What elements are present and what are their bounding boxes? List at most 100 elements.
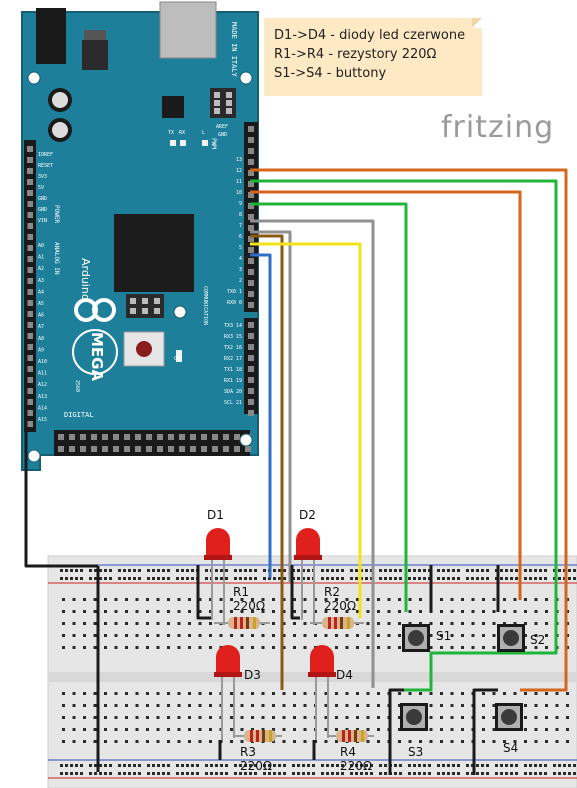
on-label: ON bbox=[174, 356, 180, 362]
power-pin-label: GND bbox=[38, 196, 47, 202]
label-d3: D3 bbox=[244, 668, 261, 682]
comm-pin-label: TX3 14 bbox=[224, 323, 242, 329]
buttons bbox=[400, 624, 525, 731]
note-line-buttons: S1->S4 - buttony bbox=[274, 66, 387, 81]
led-d4 bbox=[308, 645, 336, 740]
label-r4: R4 bbox=[340, 745, 356, 759]
label-s4: S4 bbox=[503, 741, 518, 755]
comm-pin-label: TX1 18 bbox=[224, 367, 242, 373]
note-line-resistors: R1->R4 - rezystory 220Ω bbox=[274, 47, 437, 62]
analog-pin-label: A13 bbox=[38, 394, 47, 400]
analog-pin-label: A9 bbox=[38, 347, 44, 353]
analog-pin-label: A5 bbox=[38, 301, 44, 307]
pwm-pin-label: TX0 1 bbox=[227, 289, 242, 295]
wire-blue bbox=[250, 253, 272, 578]
label-r3: R3 bbox=[240, 745, 256, 759]
power-pin-label: 5V bbox=[38, 185, 44, 191]
power-pin-label: 3V3 bbox=[38, 174, 47, 180]
comm-pin-label: SCL 21 bbox=[224, 400, 242, 406]
resistor-r4 bbox=[328, 730, 374, 742]
pwm-pin-label: 11 bbox=[236, 179, 242, 185]
wire-black-s3 bbox=[388, 688, 404, 775]
wire-yellow bbox=[250, 242, 362, 618]
pwm-pin-label: 7 bbox=[239, 223, 242, 229]
power-jack bbox=[36, 8, 66, 64]
analog-pin-label: A6 bbox=[38, 313, 44, 319]
comm-pin-label: RX3 15 bbox=[224, 334, 242, 340]
analog-pin-label: A8 bbox=[38, 336, 44, 342]
wire-gray-2 bbox=[250, 230, 292, 582]
reset-button-cap[interactable] bbox=[136, 341, 152, 357]
button-s3[interactable] bbox=[400, 703, 428, 731]
label-r1: R1 bbox=[233, 585, 249, 599]
analog-pin-label: A10 bbox=[38, 359, 47, 365]
leds bbox=[204, 528, 336, 740]
regulator bbox=[82, 40, 108, 70]
usb-port bbox=[159, 1, 217, 59]
power-label: POWER bbox=[53, 205, 60, 223]
resistors bbox=[214, 617, 374, 742]
comm-pin-label: SDA 20 bbox=[224, 389, 242, 395]
rx-label: RX bbox=[179, 130, 185, 136]
analog-pin-label: A2 bbox=[38, 266, 44, 272]
pwm-pin-label: 13 bbox=[236, 157, 242, 163]
comm-label: COMMUNICATION bbox=[202, 286, 208, 325]
analog-label: ANALOG IN bbox=[53, 242, 60, 275]
label-r1-value: 220Ω bbox=[233, 599, 265, 613]
pwm-pin-label: 4 bbox=[239, 256, 242, 262]
tx-label: TX bbox=[168, 130, 174, 136]
led-d1 bbox=[204, 528, 232, 625]
wire-black-d1 bbox=[196, 565, 212, 620]
analog-pin-label: A15 bbox=[38, 417, 47, 423]
button-s2[interactable] bbox=[497, 624, 525, 652]
pwm-pin-label: 8 bbox=[239, 212, 242, 218]
pwm-label: PWM bbox=[210, 138, 217, 149]
label-s2: S2 bbox=[530, 633, 545, 647]
icsp-header bbox=[210, 88, 236, 118]
l-label: L bbox=[202, 130, 205, 136]
model-label: MEGA bbox=[88, 332, 106, 381]
main-chip bbox=[114, 214, 194, 292]
icsp-header-2 bbox=[126, 294, 164, 318]
wires bbox=[24, 168, 568, 775]
comm-pin-label: TX2 16 bbox=[224, 345, 242, 351]
wire-black-s4 bbox=[472, 688, 498, 775]
label-r2: R2 bbox=[324, 585, 340, 599]
comm-pin-label: RX1 19 bbox=[224, 378, 242, 384]
button-s1[interactable] bbox=[402, 624, 430, 652]
pwm-pin-label: 12 bbox=[236, 168, 242, 174]
analog-pin-label: A11 bbox=[38, 371, 47, 377]
analog-pin-label: A7 bbox=[38, 324, 44, 330]
power-pin-label: VIN bbox=[38, 218, 47, 224]
label-s3: S3 bbox=[408, 745, 423, 759]
label-d4: D4 bbox=[336, 668, 353, 682]
note-line-leds: D1->D4 - diody led czerwone bbox=[274, 28, 466, 43]
power-pin-label: IOREF bbox=[38, 152, 53, 158]
pwm-pin-label: 9 bbox=[239, 201, 242, 207]
arduino-logo-icon bbox=[72, 298, 118, 375]
pwm-pin-label: 5 bbox=[239, 245, 242, 251]
led-d2 bbox=[294, 528, 322, 625]
analog-pin-label: A12 bbox=[38, 382, 47, 388]
button-s4[interactable] bbox=[495, 703, 523, 731]
analog-pin-label: A14 bbox=[38, 405, 47, 411]
wire-black-gnd bbox=[24, 200, 98, 568]
analog-pin-label: A0 bbox=[38, 243, 44, 249]
legend-note: D1->D4 - diody led czerwone R1->R4 - rez… bbox=[264, 18, 482, 96]
made-in-label: MADE IN ITALY bbox=[230, 22, 238, 78]
pwm-pin-label: 10 bbox=[236, 190, 242, 196]
arduino-board: MADE IN ITALY Arduino MEGA 2560 POWER AN… bbox=[21, 1, 259, 471]
pwm-pin-label: 3 bbox=[239, 267, 242, 273]
pwm-pin-label: RX0 0 bbox=[227, 300, 242, 306]
wire-green-1 bbox=[250, 179, 558, 692]
aref-label: AREF bbox=[216, 124, 228, 130]
fritzing-watermark: fritzing bbox=[441, 110, 555, 145]
analog-pin-label: A1 bbox=[38, 255, 44, 261]
wire-black-d2 bbox=[290, 565, 300, 620]
pin-labels: IOREFRESET3V35VGNDGNDVINA0A1A2A3A4A5A6A7… bbox=[38, 152, 242, 423]
wire-green-2 bbox=[250, 202, 408, 612]
power-pin-label: GND bbox=[38, 207, 47, 213]
power-pin-label: RESET bbox=[38, 163, 53, 169]
year-label: 2560 bbox=[74, 380, 80, 392]
